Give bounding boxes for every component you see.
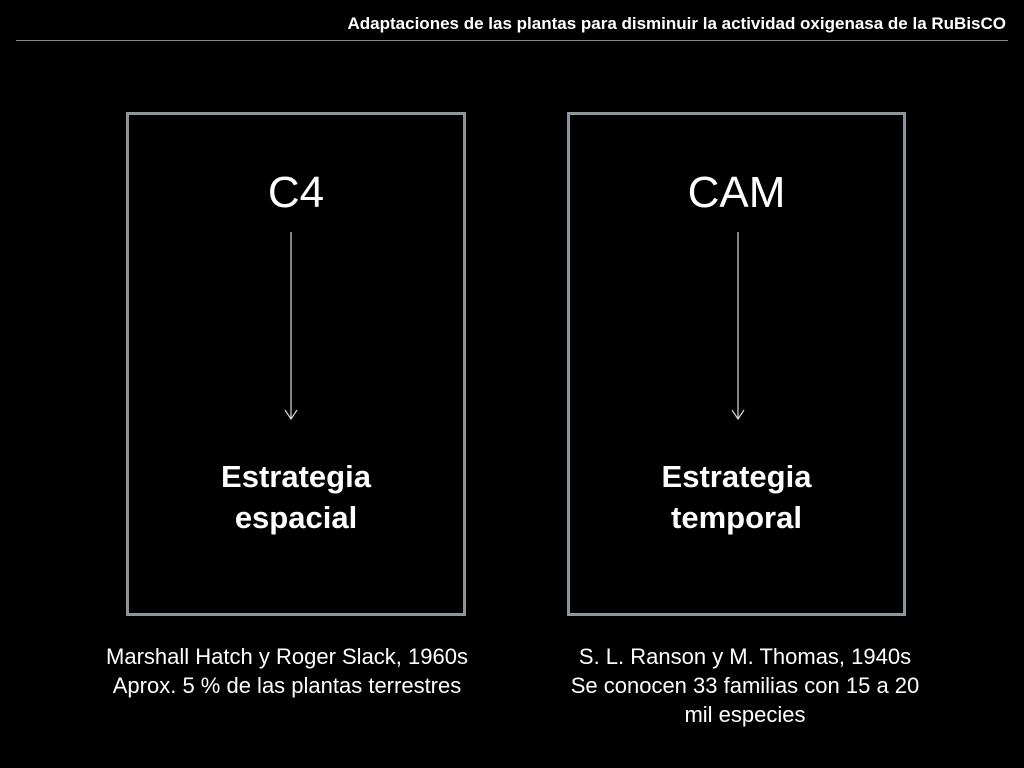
cam-caption: S. L. Ranson y M. Thomas, 1940s Se conoc… [525,642,965,729]
cam-strategy-line-2: temporal [671,500,802,535]
c4-strategy: Estrategia espacial [129,456,463,538]
slide-title: Adaptaciones de las plantas para disminu… [347,14,1006,33]
cam-caption-line-3: mil especies [684,702,806,727]
c4-caption-line-2: Aprox. 5 % de las plantas terrestres [112,673,462,698]
down-arrow-icon [284,232,298,421]
cam-strategy-line-1: Estrategia [661,459,812,494]
cam-heading: CAM [687,168,786,217]
down-arrow-icon [731,232,745,421]
c4-caption: Marshall Hatch y Roger Slack, 1960s Apro… [66,642,508,700]
c4-strategy-line-1: Estrategia [221,459,371,494]
cam-caption-line-1: S. L. Ranson y M. Thomas, 1940s [578,644,912,669]
c4-panel: C4 Estrategia espacial [126,112,466,616]
c4-heading: C4 [267,168,325,217]
cam-caption-line-2: Se conocen 33 familias con 15 a 20 [570,673,920,698]
c4-caption-line-1: Marshall Hatch y Roger Slack, 1960s [106,644,468,669]
c4-strategy-line-2: espacial [234,500,358,535]
cam-panel: CAM Estrategia temporal [567,112,906,616]
cam-strategy: Estrategia temporal [570,456,903,538]
title-divider [16,40,1008,41]
